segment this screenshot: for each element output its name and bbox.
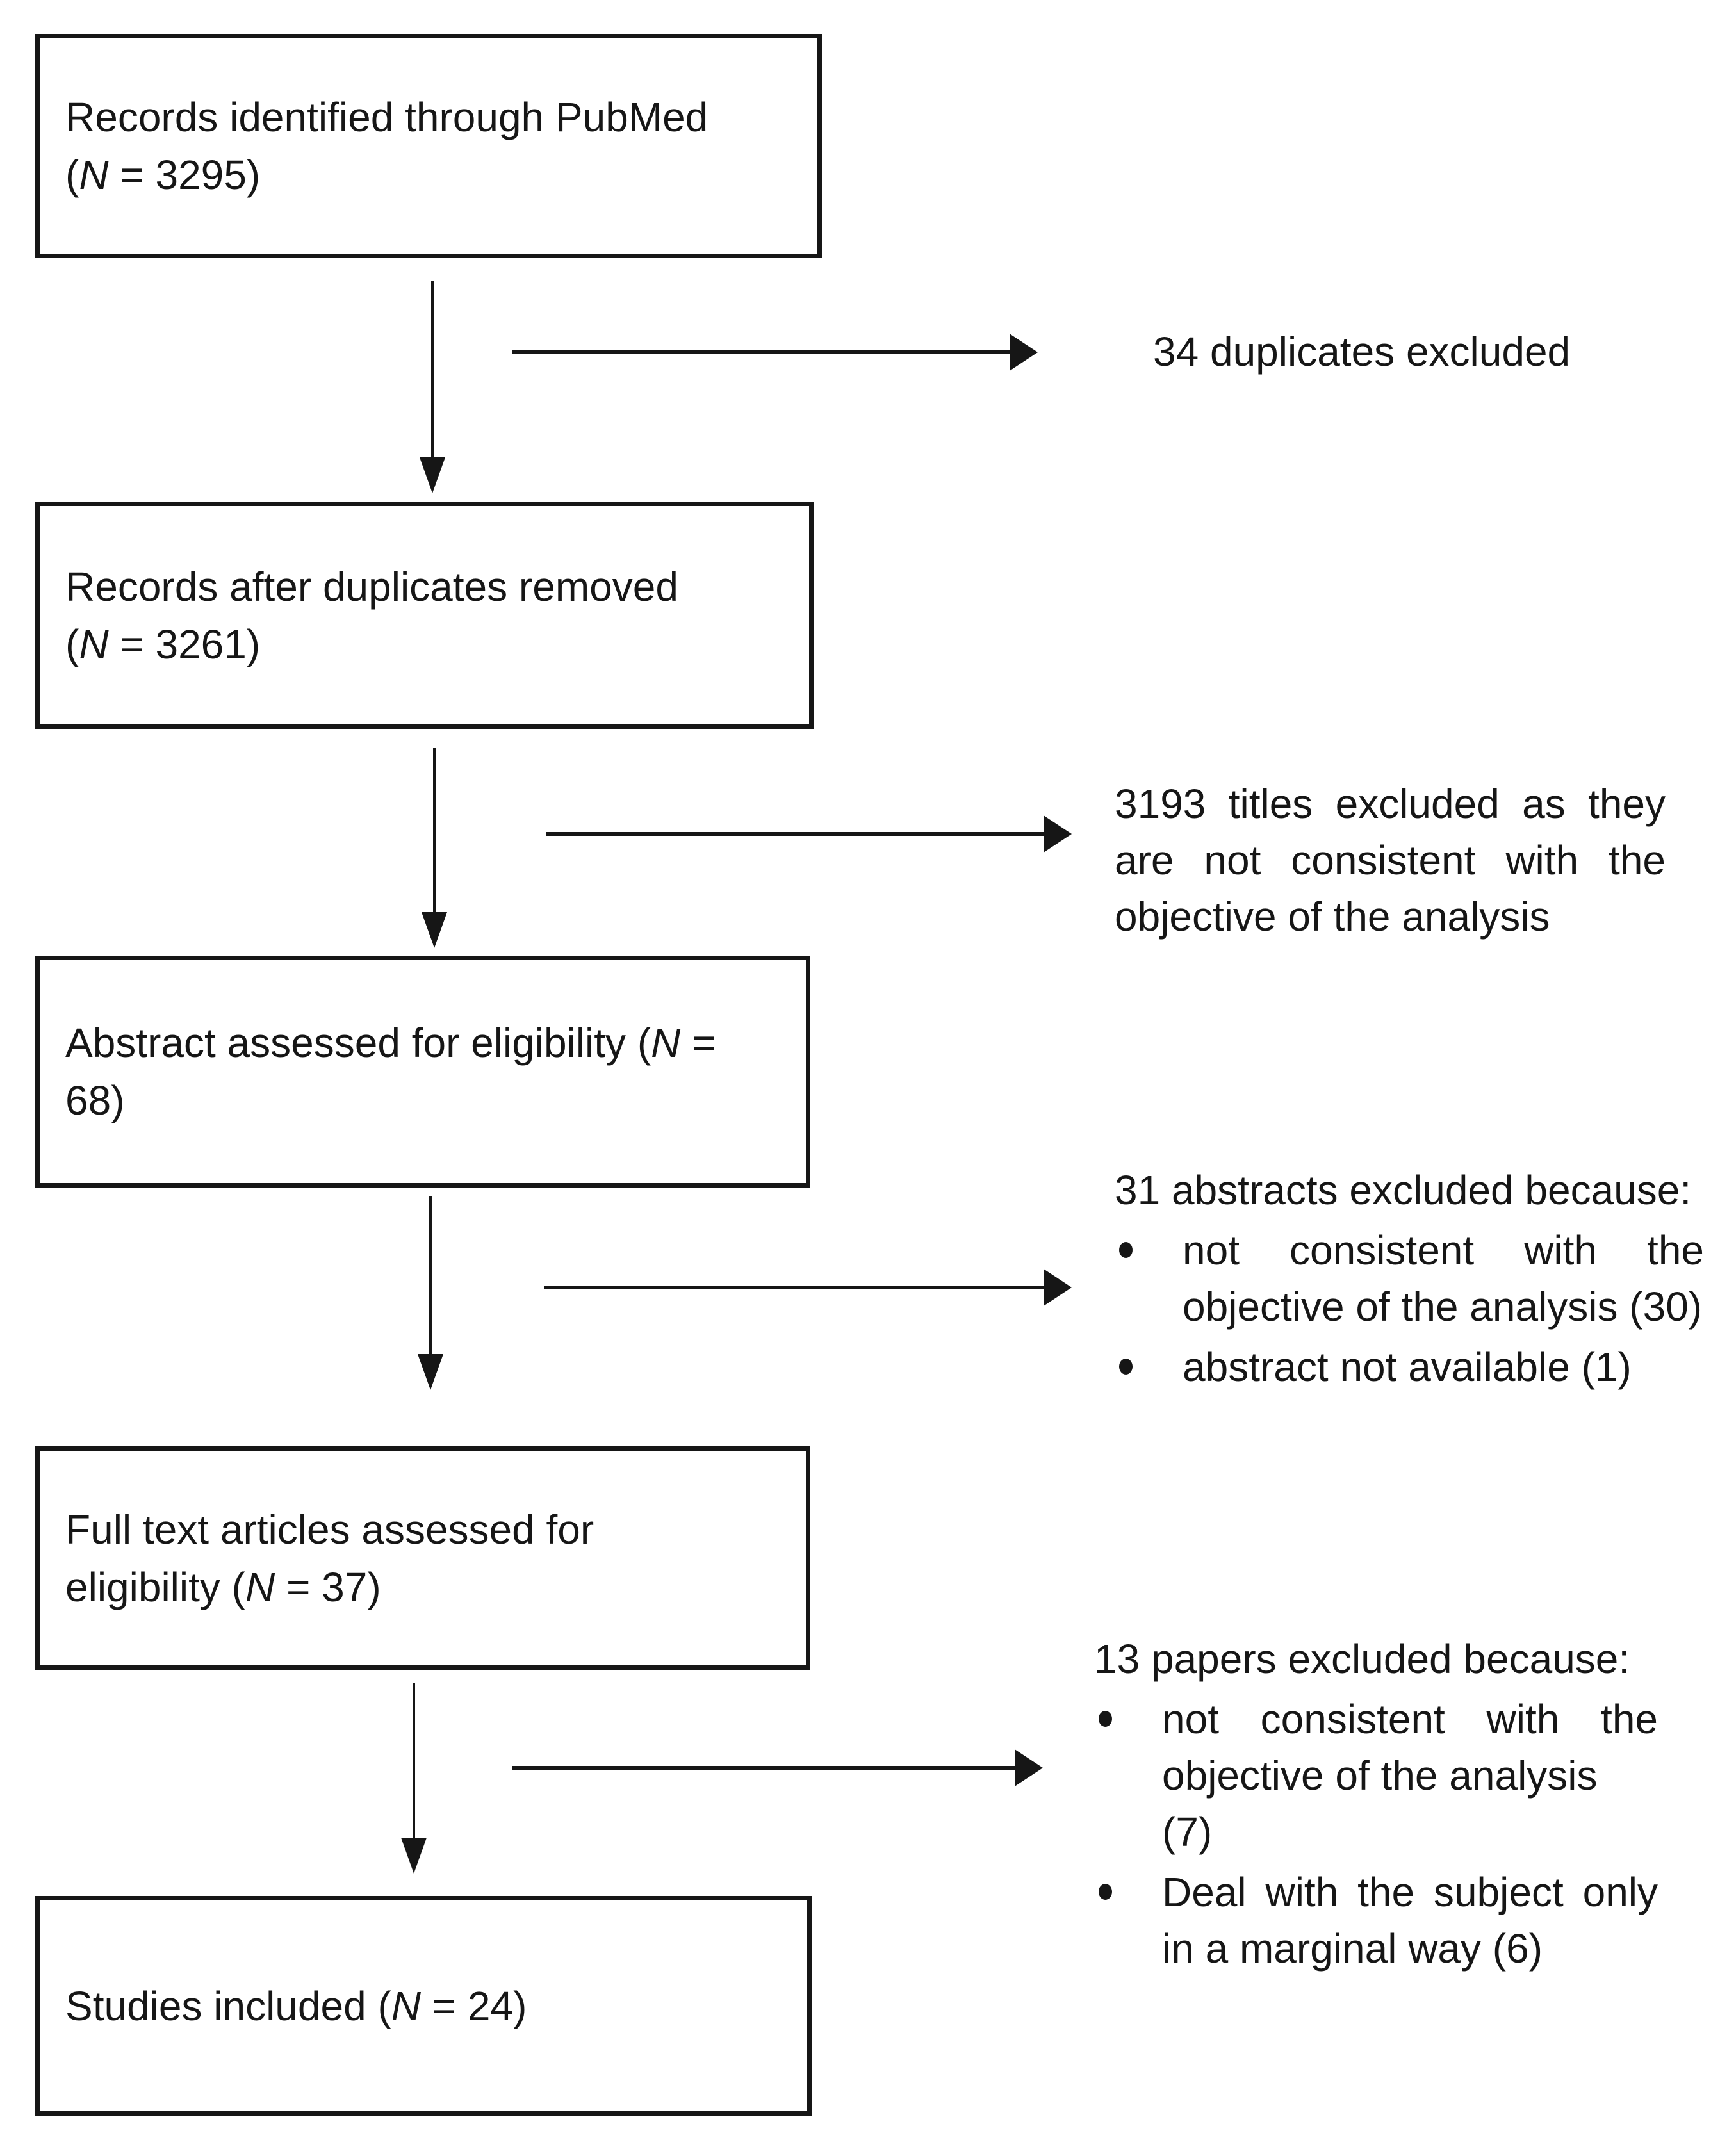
note-heading: 13 papers excluded because: [1094,1636,1630,1682]
box-studies-included: Studies included (N = 24) [35,1896,812,2116]
n-symbol: N [245,1564,275,1610]
bullet-line: not consistent with the [1183,1227,1704,1273]
box-records-after-duplicates: Records after duplicates removed (N = 32… [35,502,814,729]
box-records-identified: Records identified through PubMed (N = 3… [35,34,822,258]
box-abstracts-assessed: Abstract assessed for eligibility (N = 6… [35,956,810,1188]
note-titles-excluded: 3193 titles excluded as they are not con… [1115,776,1666,945]
n-symbol: N [79,621,109,667]
bullet-dot-icon [1119,1359,1133,1375]
bullet-line: not consistent with the [1162,1696,1658,1742]
bullet-line: abstract not available (1) [1183,1344,1632,1390]
box-full-text-assessed: Full text articles assessed for eligibil… [35,1446,810,1670]
right-arrow-abstracts-excluded-icon [544,1269,1072,1306]
note-papers-excluded: 13 papers excluded because: not consiste… [1094,1631,1658,1977]
bullet-line: objective of the analysis (7) [1162,1752,1598,1855]
box-line: eligibility (N = 37) [65,1564,381,1610]
bullet-item: abstract not available (1) [1115,1339,1704,1395]
bullet-line: Deal with the subject only [1162,1869,1658,1915]
note-duplicates-excluded: 34 duplicates excluded [1153,323,1640,380]
bullet-line: objective of the analysis (30) [1183,1284,1703,1330]
right-arrow-titles-excluded-icon [546,815,1072,853]
bullet-dot-icon [1099,1711,1112,1727]
box-line: 68) [65,1077,125,1123]
down-arrow-1-icon [418,281,446,493]
bullet-dot-icon [1119,1242,1133,1258]
box-line: Studies included (N = 24) [65,1982,527,2029]
bullet-item: not consistent with the objective of the… [1094,1691,1658,1860]
down-arrow-4-icon [400,1683,428,1874]
box-line: Records after duplicates removed [65,563,678,610]
right-arrow-papers-excluded-icon [512,1749,1043,1786]
box-line: (N = 3295) [65,152,261,198]
note-heading: 31 abstracts excluded because: [1115,1167,1692,1213]
note-abstracts-excluded: 31 abstracts excluded because: not consi… [1115,1162,1704,1395]
n-symbol: N [79,152,109,198]
box-line: Abstract assessed for eligibility (N = [65,1020,716,1066]
note-line: 34 duplicates excluded [1153,329,1571,375]
box-line: Records identified through PubMed [65,94,708,140]
bullet-item: Deal with the subject only in a marginal… [1094,1864,1658,1977]
note-line: objective of the analysis [1115,894,1550,940]
down-arrow-3-icon [416,1196,445,1390]
note-line: 3193 titles excluded as they [1115,781,1666,827]
bullet-line: in a marginal way (6) [1162,1925,1543,1972]
bullet-dot-icon [1099,1884,1112,1900]
n-symbol: N [391,1982,421,2029]
right-arrow-duplicates-icon [512,334,1038,371]
box-line: (N = 3261) [65,621,261,667]
n-symbol: N [651,1020,681,1066]
box-line: Full text articles assessed for [65,1506,594,1553]
bullet-item: not consistent with the objective of the… [1115,1222,1704,1335]
note-line: are not consistent with the [1115,837,1666,883]
down-arrow-2-icon [420,748,448,948]
